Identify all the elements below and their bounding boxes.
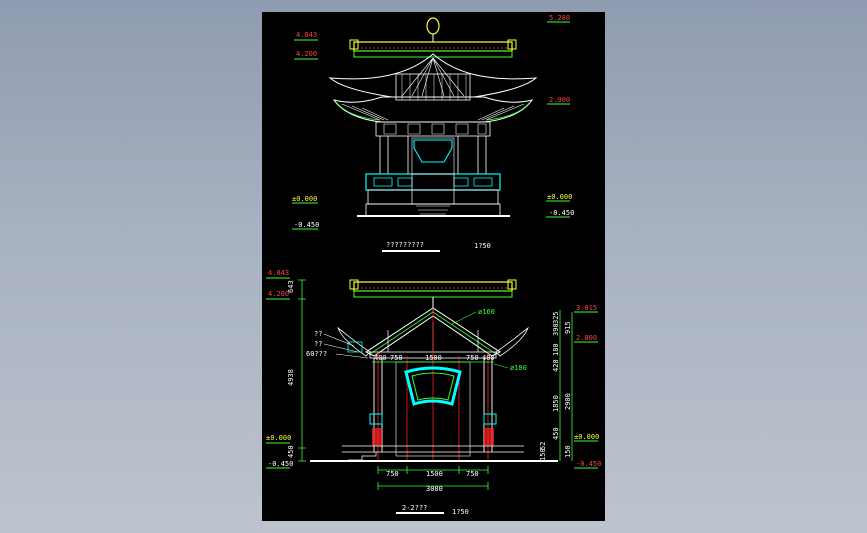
level-0000-right: ±0.000 [547,193,572,201]
elevation-view: 4.843 4.200 5.280 2.900 ±0.000 -0.450 ±0… [292,14,574,252]
elevation-columns [379,136,487,174]
section-title: 2-2??? [402,504,427,512]
level-0000-left: ±0.000 [292,195,317,203]
elevation-title: ????????? [386,241,424,249]
drawing-canvas: 4.843 4.200 5.280 2.900 ±0.000 -0.450 ±0… [266,14,601,516]
section-level-0450-right: -0.450 [576,460,601,468]
section-span-dims-bottom: 750 1500 750 3080 [377,466,489,493]
level-4200: 4.200 [296,50,317,58]
section-view: 643 4938 450 4.843 4.200 ±0.000 -0.450 ?… [266,269,601,516]
column-base-hatch-right [484,428,494,446]
section-level-0450-left: -0.450 [268,460,293,468]
level-4843: 4.843 [296,31,317,39]
dim-420: 420 [552,359,560,372]
dim-450-right: 450 [552,427,560,440]
level-top: 5.280 [549,14,570,22]
upper-roof [328,53,538,98]
callout-note-3: 60??? [306,350,327,358]
section-callouts-left: ?? ?? 60??? [306,330,369,359]
elevation-scale: 1?50 [474,242,491,250]
section-span-dims-top: 400 750 1500 750 400 ø160 ø180 [372,308,527,372]
callout-note-1: ?? [314,330,322,338]
dim-150-inner: 150 [539,448,547,461]
dim-390: 390 [552,323,560,336]
section-level-3815: 3.815 [576,304,597,312]
span-400-right: 400 [482,354,495,362]
callout-note-2: ?? [314,340,322,348]
elevation-base [367,189,499,205]
callout-phi160: ø160 [478,308,495,316]
dim-4938: 4938 [287,369,295,386]
dim-1850: 1850 [552,395,560,412]
level-2900: 2.900 [549,96,570,104]
roof-finial [426,17,440,35]
span-400-left: 400 [374,354,387,362]
span-750-left: 750 [390,354,403,362]
dim-450-left: 450 [287,445,295,458]
bottom-span-1500: 1500 [426,470,443,478]
section-level-2800: 2.800 [576,334,597,342]
callout-phi180: ø180 [510,364,527,372]
cad-drawing-sheet: 4.843 4.200 5.280 2.900 ±0.000 -0.450 ±0… [262,12,605,521]
dim-915: 915 [564,321,572,334]
ridge-band [353,41,513,52]
lattice-band [375,121,491,137]
fan-window [404,366,462,406]
dim-2900: 2900 [564,393,572,410]
section-left-dimensions: 643 4938 450 4.843 4.200 ±0.000 -0.450 [266,269,306,469]
level-0450-right: -0.450 [549,209,574,217]
bottom-span-750-left: 750 [386,470,399,478]
column-base-hatch-left [372,428,382,446]
lower-roof [332,96,534,123]
dim-52: 52 [539,442,547,450]
span-1500: 1500 [425,354,442,362]
dim-325: 325 [552,311,560,324]
section-level-4843: 4.843 [268,269,289,277]
section-level-4200: 4.200 [268,290,289,298]
section-scale: 1?50 [452,508,469,516]
section-columns [373,358,493,452]
bottom-span-750-right: 750 [466,470,479,478]
span-750-right: 750 [466,354,479,362]
dim-180: 180 [552,343,560,356]
section-level-0000-right: ±0.000 [574,433,599,441]
dim-643: 643 [287,280,295,293]
total-span-3080: 3080 [426,485,443,493]
elevation-level-markers: 4.843 4.200 5.280 2.900 ±0.000 -0.450 ±0… [292,14,574,230]
level-0450-left: -0.450 [294,221,319,229]
section-right-dimensions: 325 390 915 180 420 1850 2900 450 150 52… [539,304,601,469]
section-level-0000-left: ±0.000 [266,434,291,442]
dim-150-outer: 150 [564,445,572,458]
section-ridge-band [353,281,513,292]
elevation-balustrade [365,173,501,191]
